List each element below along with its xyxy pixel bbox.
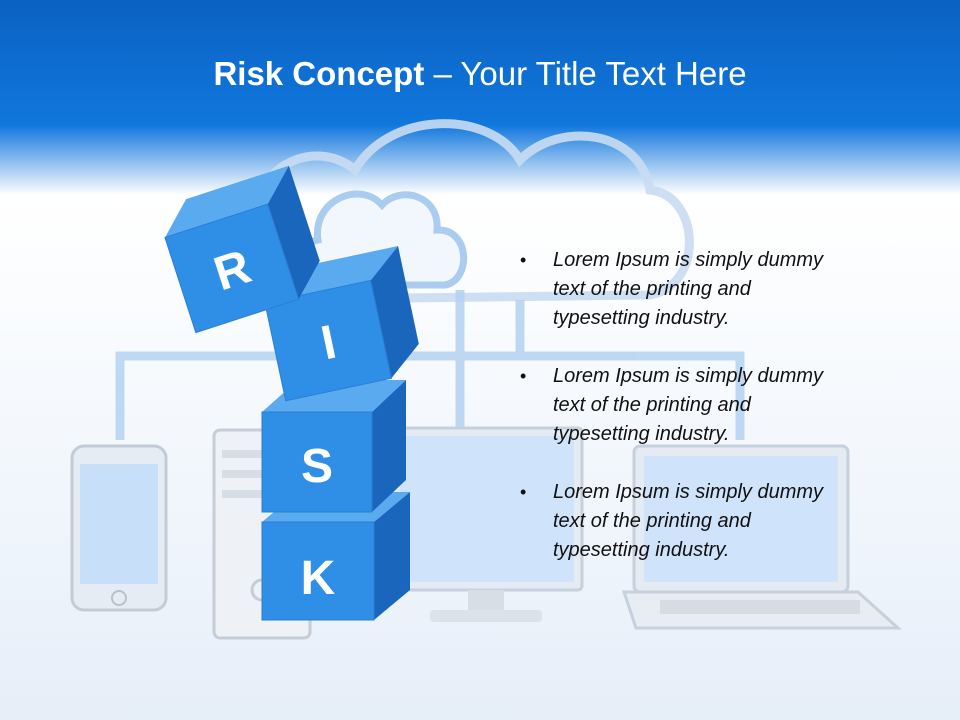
cube-r: R (164, 165, 320, 334)
cube-letter-k: K (301, 552, 336, 605)
bullet-dot-icon: • (520, 482, 527, 502)
bullet-item: • Lorem Ipsum is simply dummy text of th… (520, 362, 840, 449)
bullet-list: • Lorem Ipsum is simply dummy text of th… (520, 246, 840, 594)
cube-s: S (261, 380, 406, 513)
bullet-text: Lorem Ipsum is simply dummy text of the … (553, 365, 824, 445)
bullet-text: Lorem Ipsum is simply dummy text of the … (553, 481, 824, 561)
bullet-dot-icon: • (520, 366, 527, 386)
bullet-item: • Lorem Ipsum is simply dummy text of th… (520, 478, 840, 565)
title-strong: Risk Concept (213, 55, 425, 92)
slide-title: Risk Concept – Your Title Text Here (0, 52, 960, 96)
smartphone-icon (70, 444, 168, 612)
cube-letter-s: S (301, 440, 333, 493)
laptop-icon (621, 444, 902, 630)
monitor-icon (390, 426, 584, 622)
bullet-item: • Lorem Ipsum is simply dummy text of th… (520, 246, 840, 333)
title-rest: – Your Title Text Here (424, 55, 747, 92)
bullet-dot-icon: • (520, 250, 527, 270)
bullet-text: Lorem Ipsum is simply dummy text of the … (553, 249, 824, 329)
